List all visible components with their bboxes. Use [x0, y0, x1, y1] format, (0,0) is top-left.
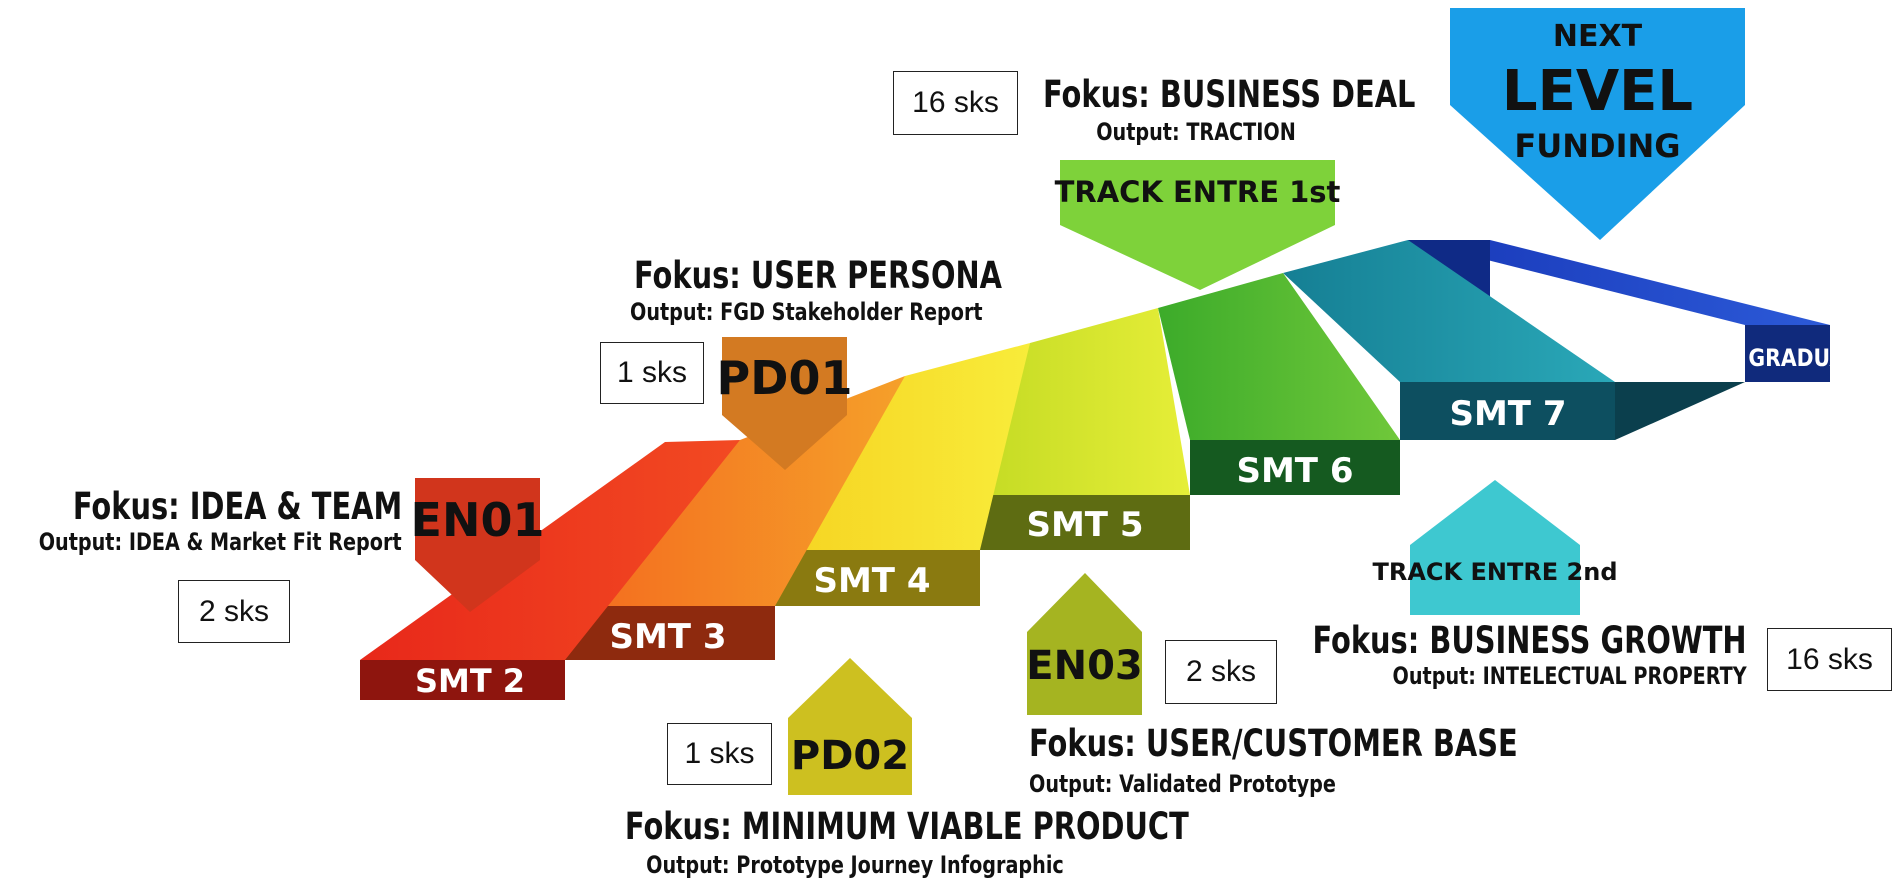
en03-focus: Fokus: USER/CUSTOMER BASE: [1029, 722, 1518, 765]
en01-pennant: [415, 478, 540, 612]
pd02-focus: Fokus: MINIMUM VIABLE PRODUCT: [624, 805, 1189, 848]
step-label-smt-4: SMT 4: [813, 561, 930, 601]
track-entre-2nd-label: TRACK ENTRE 2nd: [1372, 558, 1618, 586]
step-smt-6: SMT 6: [1158, 273, 1400, 495]
pd01-focus: Fokus: USER PERSONA: [634, 254, 1002, 297]
en03-sks-box: 2 sks: [1165, 640, 1277, 704]
pd02-house: [788, 658, 912, 795]
track-1st-output: Output: TRACTION: [1096, 118, 1296, 146]
en03-house: [1027, 573, 1142, 715]
track-2nd-sks-box: 16 sks: [1767, 628, 1892, 691]
pd02-output: Output: Prototype Journey Infographic: [646, 851, 1064, 879]
step-smt-5: SMT 5: [980, 308, 1190, 550]
next-level-line1: NEXT: [1552, 18, 1643, 54]
step-label-smt-3: SMT 3: [609, 617, 726, 657]
track-2nd-output: Output: INTELECTUAL PROPERTY: [1392, 662, 1747, 690]
pd01-code: PD01: [716, 351, 853, 405]
en01-code: EN01: [410, 493, 545, 547]
step-post-graduation: POST GRADUATION: [1408, 240, 1900, 382]
step-label-smt-6: SMT 6: [1236, 451, 1353, 491]
pd02-sks-box: 1 sks: [667, 723, 772, 785]
step-label-smt-5: SMT 5: [1026, 505, 1143, 545]
pd02-code: PD02: [790, 733, 910, 779]
en01-focus: Fokus: IDEA & TEAM: [72, 485, 402, 528]
step-smt-2: SMT 2: [360, 440, 740, 700]
pd01-pennant: [722, 337, 847, 470]
pd01-sks-box: 1 sks: [600, 342, 704, 404]
next-level-line2: LEVEL: [1501, 58, 1694, 124]
step-smt-4: SMT 4: [775, 343, 1030, 606]
track-entre-1st-arrow: [1060, 160, 1335, 290]
en03-output: Output: Validated Prototype: [1029, 770, 1336, 798]
step-label-post-graduation: POST GRADUATION: [1680, 344, 1899, 372]
en03-code: EN03: [1026, 643, 1143, 689]
next-level-line3: FUNDING: [1514, 127, 1681, 165]
step-label-smt-7: SMT 7: [1449, 394, 1566, 434]
step-smt-7: SMT 7: [1283, 240, 1745, 440]
en01-output: Output: IDEA & Market Fit Report: [39, 528, 402, 556]
track-2nd-focus: Fokus: BUSINESS GROWTH: [1312, 619, 1747, 662]
next-level-arrow: [1450, 8, 1745, 240]
pd01-output: Output: FGD Stakeholder Report: [630, 298, 983, 326]
track-1st-sks-box: 16 sks: [893, 71, 1018, 135]
en01-sks-box: 2 sks: [178, 580, 290, 643]
track-1st-focus: Fokus: BUSINESS DEAL: [1043, 73, 1416, 116]
track-entre-1st-label: TRACK ENTRE 1st: [1054, 175, 1341, 209]
track-entre-2nd-arrow: [1410, 480, 1580, 615]
step-label-smt-2: SMT 2: [415, 662, 525, 700]
